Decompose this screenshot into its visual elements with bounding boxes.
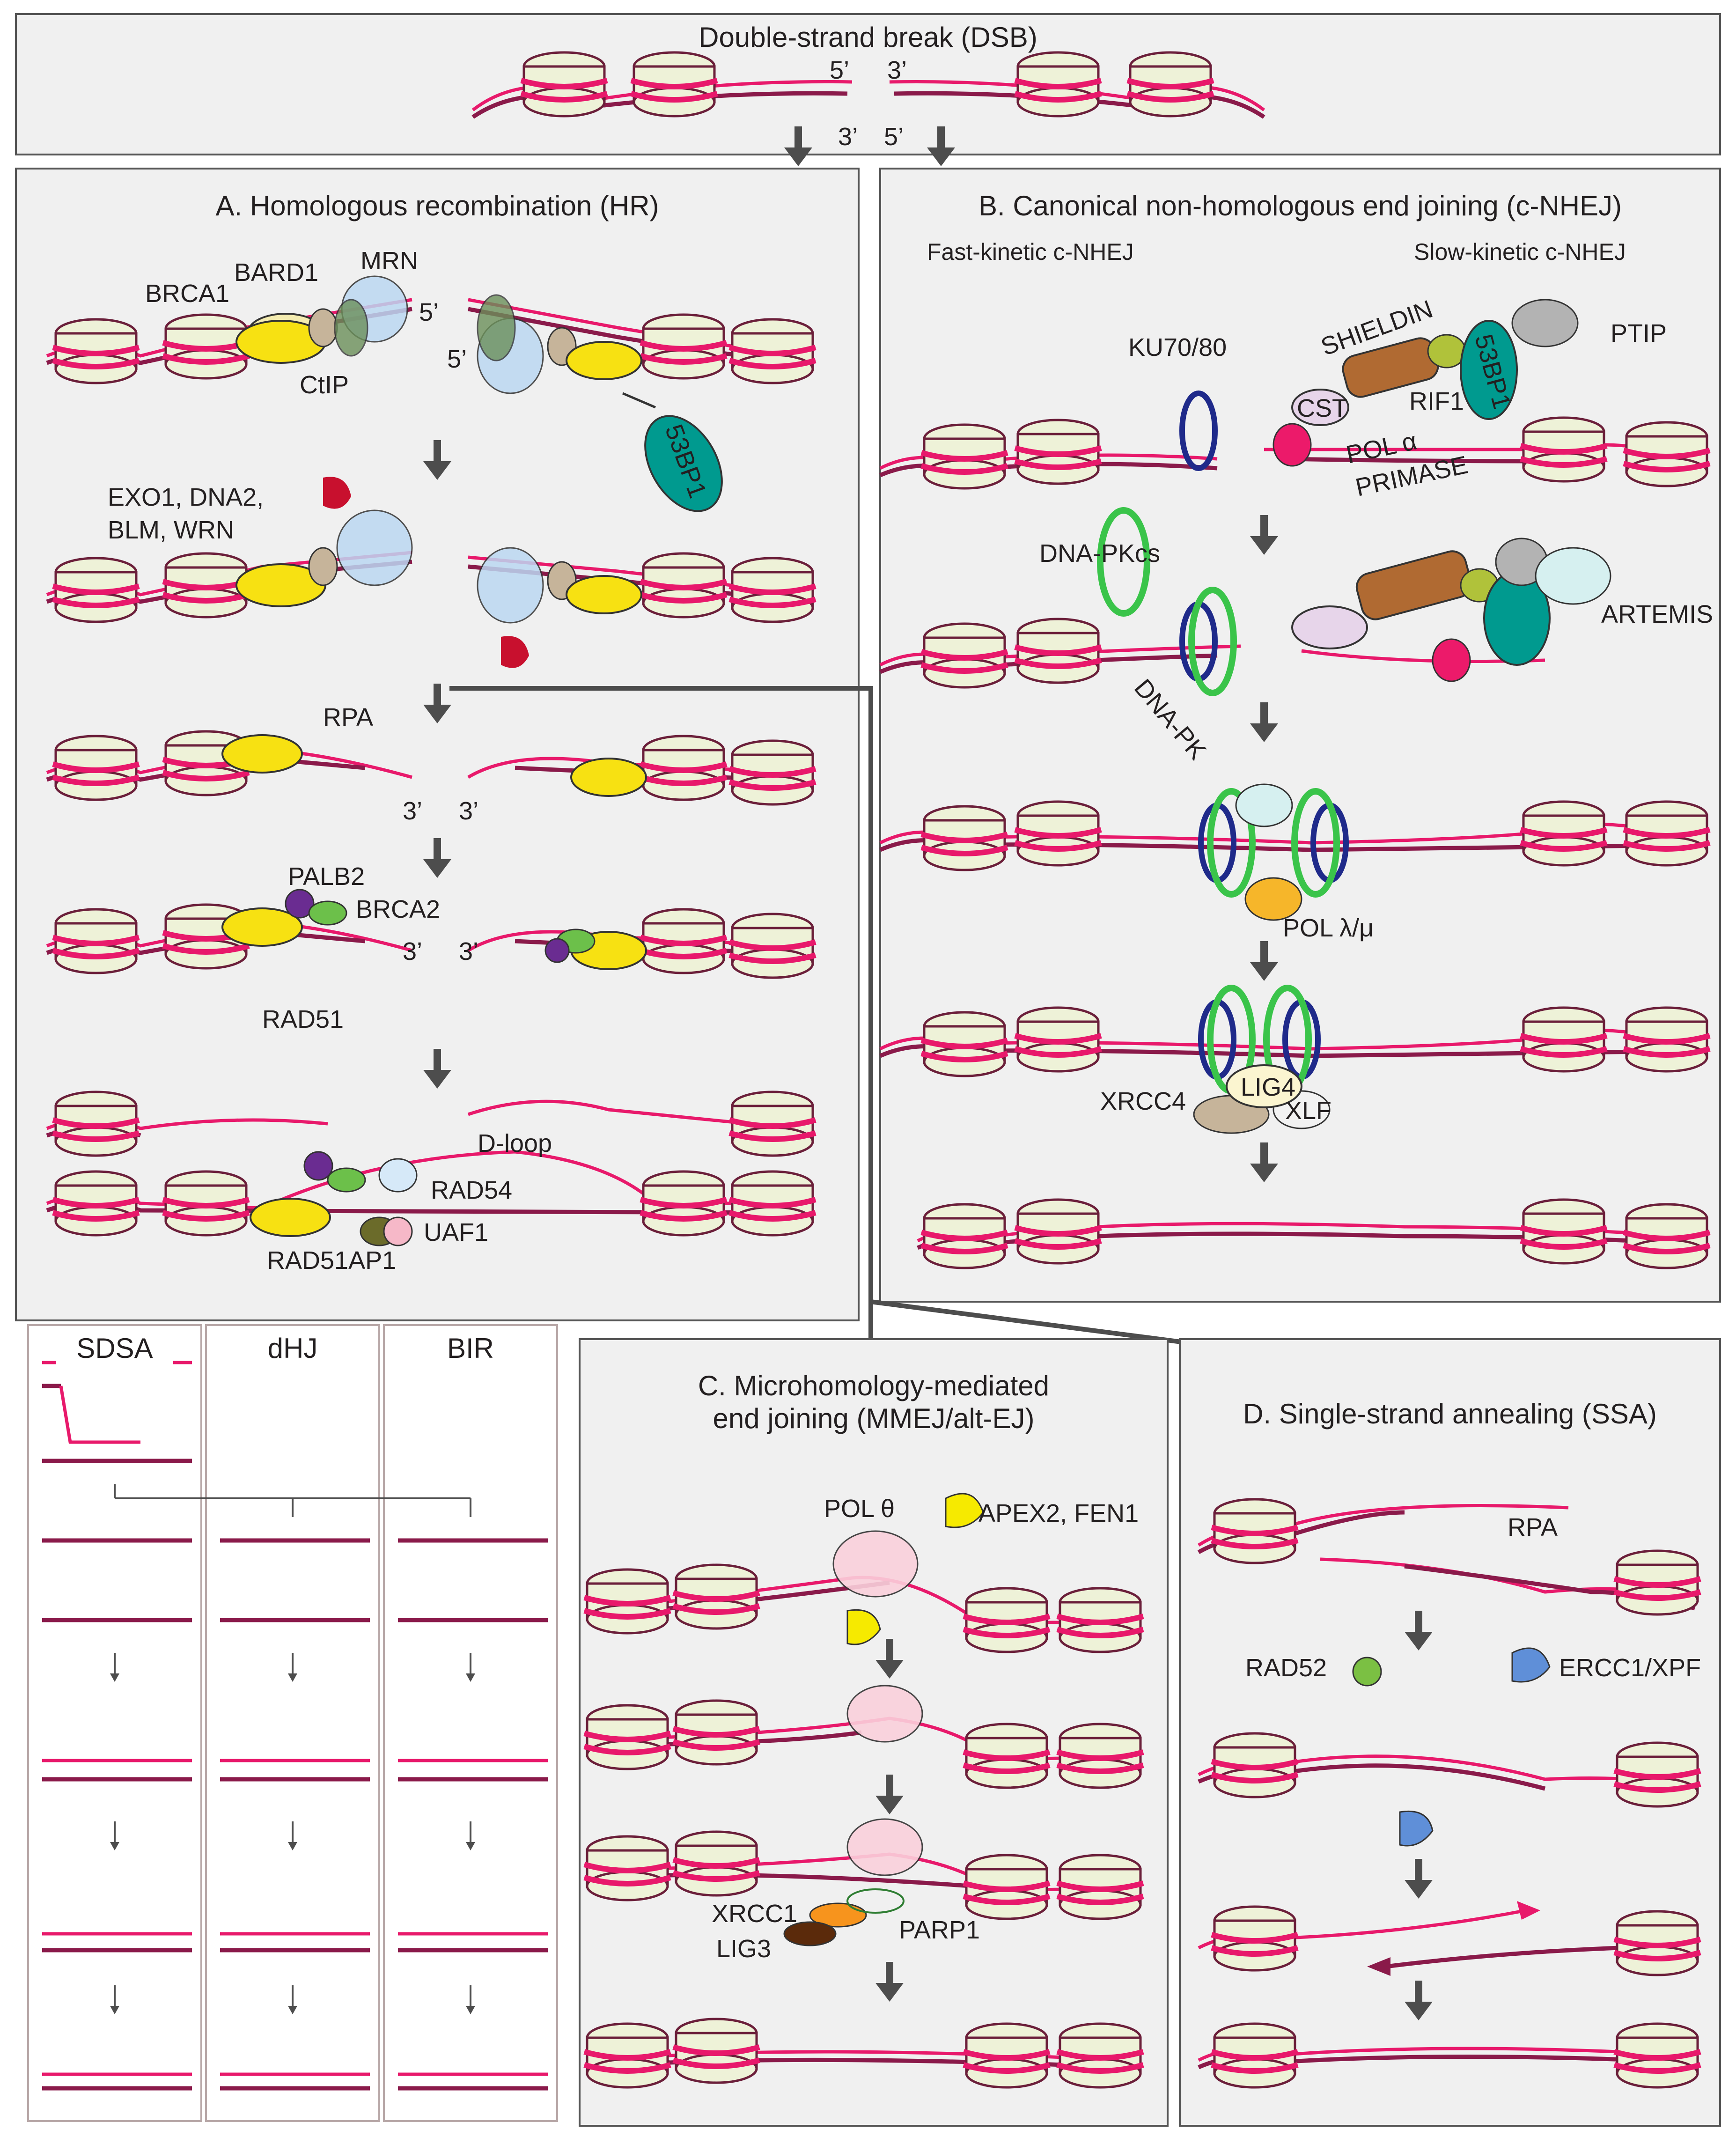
label-ercc1: ERCC1/XPF bbox=[1559, 1654, 1701, 1682]
label-lig3: LIG3 bbox=[716, 1935, 771, 1963]
panel-hr-title: A. Homologous recombination (HR) bbox=[215, 190, 659, 221]
label-xrcc1: XRCC1 bbox=[712, 1900, 797, 1928]
dsb-5prime-left: 5’ bbox=[830, 56, 849, 84]
nhej-step4 bbox=[879, 985, 1710, 1134]
nhej-step1 bbox=[879, 299, 1710, 488]
label-rad51ap1: RAD51AP1 bbox=[267, 1246, 396, 1275]
mmej-step2 bbox=[584, 1685, 1143, 1788]
label-brca1: BRCA1 bbox=[145, 280, 229, 308]
dsb-3prime-left: 3’ bbox=[838, 123, 858, 151]
header-panel bbox=[15, 13, 1721, 155]
ssa-step3 bbox=[1198, 1901, 1700, 1976]
label-xrcc4: XRCC4 bbox=[1100, 1087, 1186, 1115]
label-cst: CST bbox=[1297, 394, 1347, 422]
label-nucleases: EXO1, DNA2, bbox=[108, 483, 264, 511]
mmej-step1 bbox=[584, 1493, 1143, 1652]
panel-nhej bbox=[879, 168, 1721, 1303]
hr-step3 bbox=[46, 731, 816, 804]
label-ku: KU70/80 bbox=[1128, 333, 1227, 361]
label-slow-nhej: Slow-kinetic c-NHEJ bbox=[1414, 239, 1626, 265]
label-helicases: BLM, WRN bbox=[108, 516, 234, 544]
label-bard1: BARD1 bbox=[234, 258, 318, 287]
hr-step2 bbox=[46, 477, 816, 668]
mmej-step4 bbox=[584, 2019, 1143, 2087]
label-dloop: D-loop bbox=[478, 1129, 552, 1157]
label-lig4: LIG4 bbox=[1241, 1073, 1295, 1101]
label-rpa-a: RPA bbox=[323, 703, 373, 731]
label-pol-lm: POL λ/μ bbox=[1283, 914, 1374, 942]
label-brca2: BRCA2 bbox=[356, 895, 440, 923]
label-3prime-c: 3’ bbox=[403, 937, 422, 965]
header-dna bbox=[471, 52, 1265, 117]
label-sdsa: SDSA bbox=[76, 1333, 153, 1364]
panel-nhej-title: B. Canonical non-homologous end joining … bbox=[978, 190, 1622, 221]
label-5prime-2: 5’ bbox=[447, 345, 467, 373]
label-uaf1: UAF1 bbox=[424, 1218, 488, 1246]
nhej-step5 bbox=[917, 1200, 1710, 1268]
label-mrn: MRN bbox=[360, 247, 418, 275]
label-ctip: CtIP bbox=[300, 371, 349, 399]
ssa-step2 bbox=[1198, 1647, 1700, 1847]
label-3prime-b: 3’ bbox=[459, 797, 478, 825]
label-apex2: APEX2, FEN1 bbox=[978, 1499, 1139, 1527]
label-pol-theta: POL θ bbox=[824, 1495, 895, 1523]
label-rpa-d: RPA bbox=[1508, 1513, 1558, 1541]
hr-step5 bbox=[46, 1092, 816, 1246]
panel-mmej-title-2: end joining (MMEJ/alt-EJ) bbox=[713, 1403, 1035, 1434]
label-bir: BIR bbox=[447, 1333, 494, 1364]
label-ptip: PTIP bbox=[1611, 319, 1667, 347]
label-palb2: PALB2 bbox=[288, 862, 365, 891]
ssa-step1 bbox=[1197, 1499, 1700, 1614]
label-3prime-d: 3’ bbox=[459, 937, 478, 965]
label-rif1: RIF1 bbox=[1409, 387, 1464, 415]
panel-ssa-title: D. Single-strand annealing (SSA) bbox=[1243, 1398, 1657, 1430]
hr-step1 bbox=[46, 275, 816, 512]
label-5prime-1: 5’ bbox=[419, 298, 439, 326]
label-dnapkcs: DNA-PKcs bbox=[1039, 539, 1160, 567]
dsb-3prime-right: 3’ bbox=[887, 56, 907, 84]
mmej-step3 bbox=[584, 1818, 1143, 1946]
hr-step4 bbox=[46, 889, 816, 978]
panel-mmej-title-1: C. Microhomology-mediated bbox=[698, 1370, 1049, 1401]
label-3prime-a: 3’ bbox=[403, 797, 422, 825]
label-xlf: XLF bbox=[1285, 1097, 1331, 1125]
label-rad52: RAD52 bbox=[1245, 1654, 1327, 1682]
dsb-5prime-right: 5’ bbox=[884, 123, 904, 151]
header-title: Double-strand break (DSB) bbox=[699, 22, 1037, 53]
label-parp1: PARP1 bbox=[899, 1916, 980, 1944]
panel-ssa bbox=[1179, 1338, 1721, 2127]
subpanel-schematics bbox=[42, 1361, 548, 2091]
nhej-step2 bbox=[879, 507, 1611, 696]
ssa-step4 bbox=[1198, 2024, 1700, 2087]
label-rad54: RAD54 bbox=[431, 1176, 512, 1204]
subpanel-bir bbox=[383, 1324, 558, 2122]
label-rad51: RAD51 bbox=[262, 1005, 344, 1033]
label-artemis: ARTEMIS bbox=[1601, 600, 1713, 628]
nhej-step3 bbox=[879, 783, 1710, 921]
label-fast-nhej: Fast-kinetic c-NHEJ bbox=[927, 239, 1134, 265]
label-dhj: dHJ bbox=[268, 1333, 318, 1364]
